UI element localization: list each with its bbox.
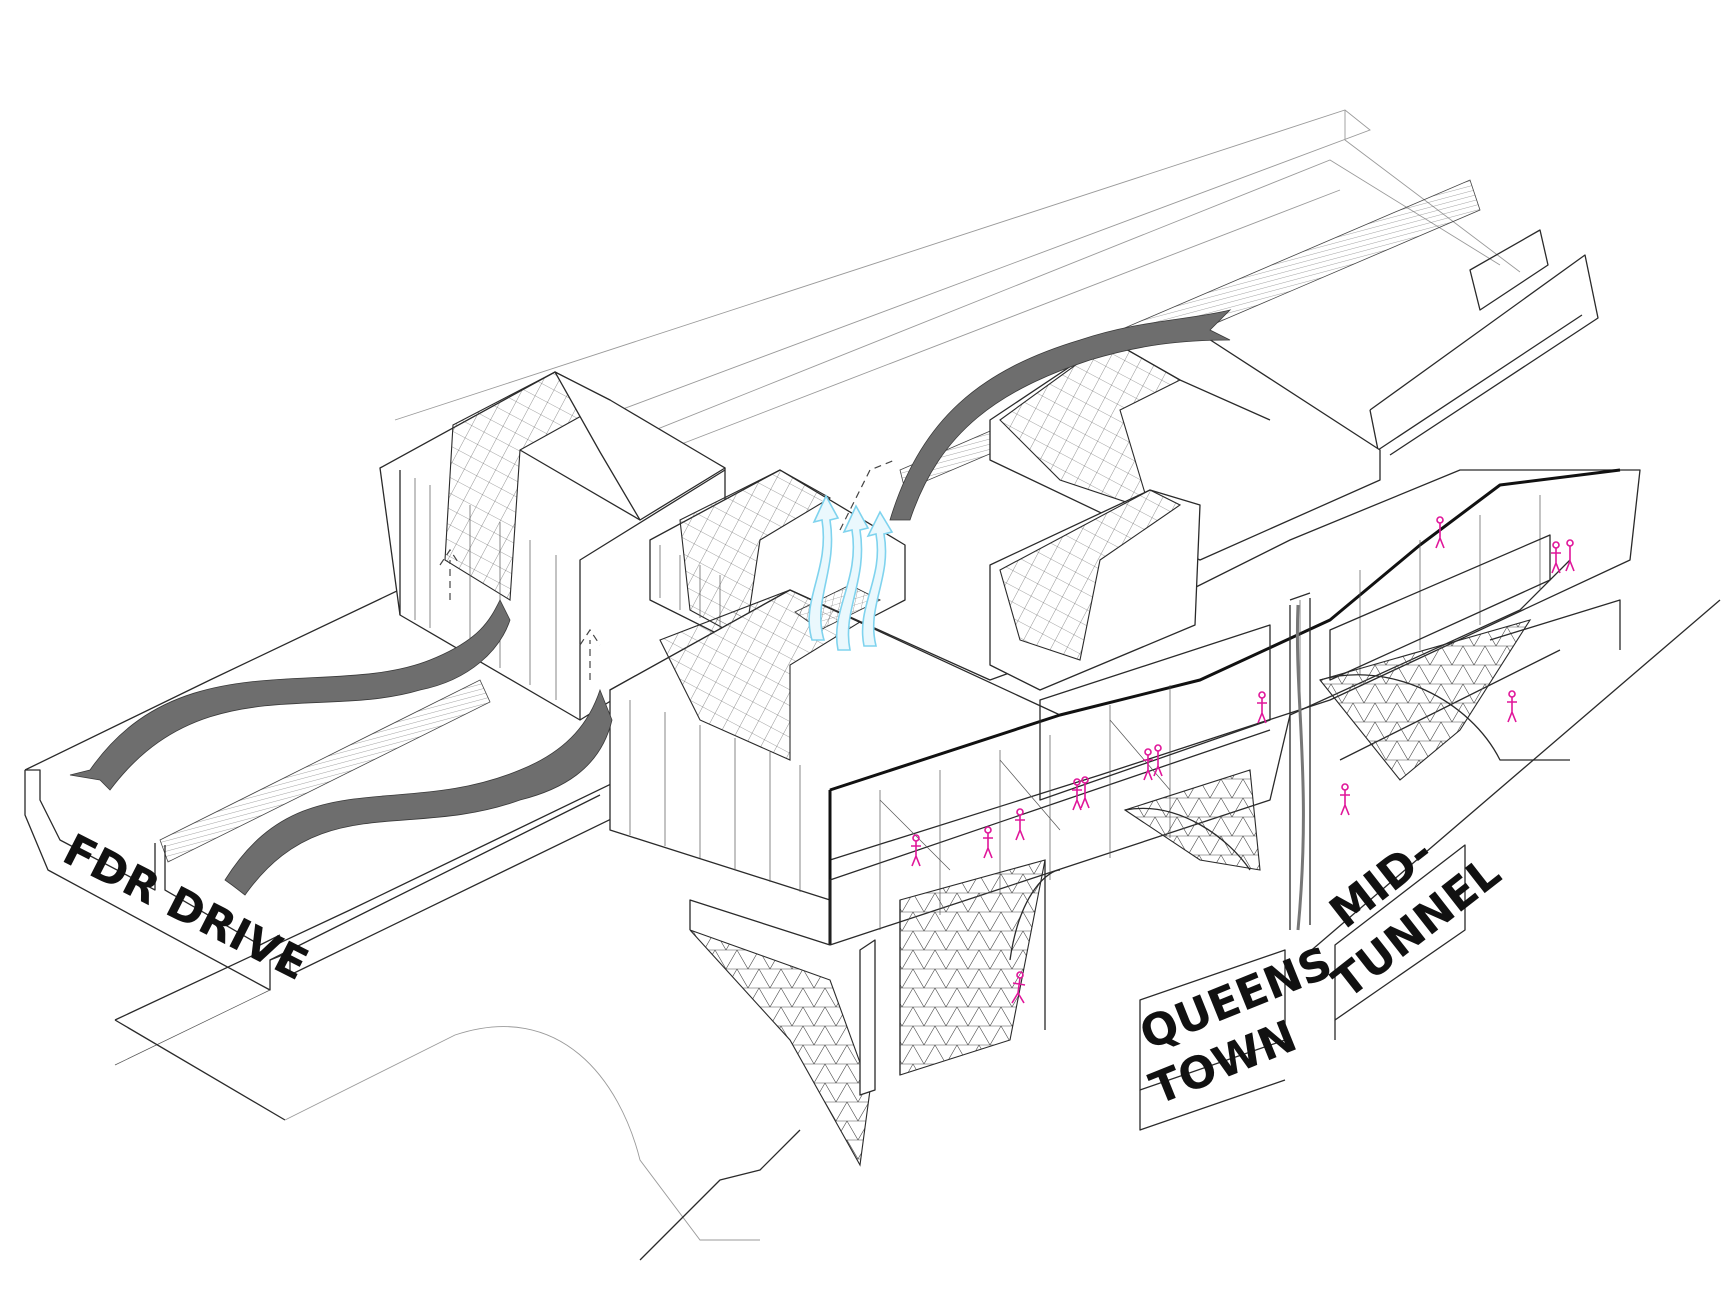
person-figure-icon [1072, 778, 1082, 811]
main-building [609, 468, 1641, 946]
person-figure-icon [1435, 516, 1445, 549]
underside-structure [689, 592, 1621, 1167]
exhaust-arrow-icon [835, 504, 870, 651]
person-figure-icon [911, 834, 921, 867]
airflow-arrows [69, 309, 1232, 896]
person-figure-icon [1143, 748, 1153, 781]
left-pavilion [379, 371, 726, 721]
airflow-arrow-icon [224, 688, 613, 896]
person-figure-icon [1011, 971, 1026, 1004]
queens-right-frame [1334, 844, 1466, 1021]
people [911, 516, 1575, 1004]
back-right-pavilion [989, 329, 1381, 561]
exhaust-arrow-icon [861, 510, 894, 647]
person-figure-icon [983, 826, 993, 859]
person-figure-icon [1015, 808, 1025, 841]
person-figure-icon [1080, 776, 1090, 809]
exhaust-arrows [808, 494, 894, 651]
airflow-arrow-icon [889, 309, 1232, 521]
person-figure-icon [1507, 690, 1517, 723]
person-figure-icon [1153, 744, 1163, 777]
airflow-arrow-icon [69, 599, 511, 791]
person-figure-icon [1340, 783, 1350, 816]
queens-left-frame [1139, 949, 1286, 1091]
person-figure-icon [1551, 541, 1561, 574]
person-figure-icon [1565, 539, 1575, 572]
exhaust-arrow-icon [808, 494, 840, 641]
person-figure-icon [1257, 691, 1267, 724]
label-frames [1139, 844, 1466, 1131]
